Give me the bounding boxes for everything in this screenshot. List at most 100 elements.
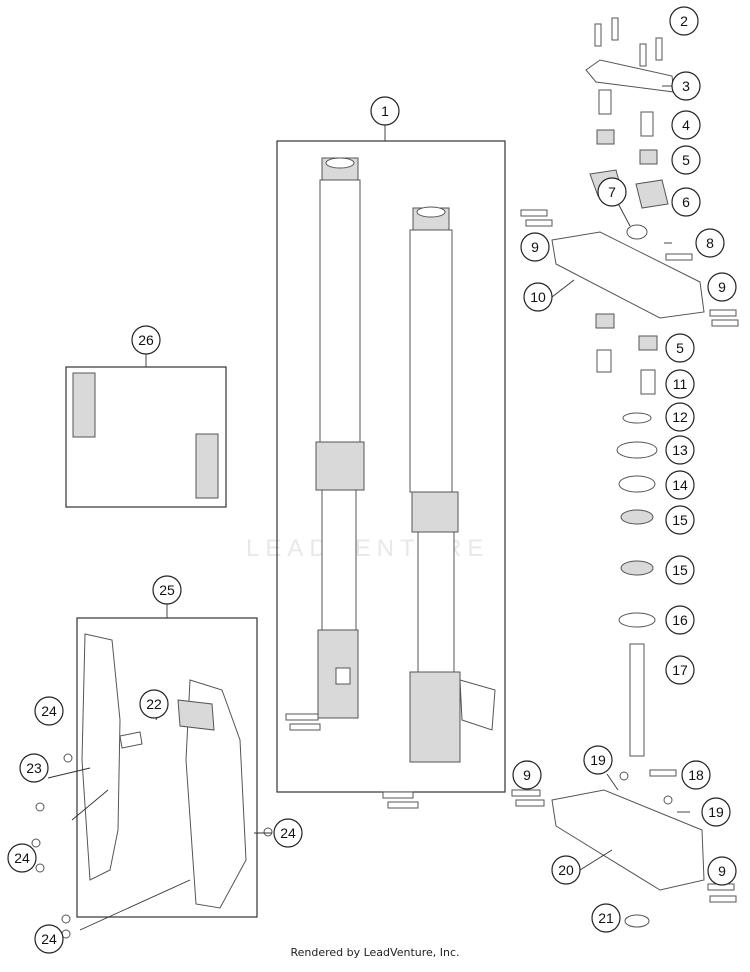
callout-10: 10 <box>523 282 553 312</box>
callout-25: 25 <box>152 575 182 605</box>
upper-triple-clamp <box>551 231 705 319</box>
svg-text:24: 24 <box>41 931 57 947</box>
axle-pinch-bolts <box>285 713 419 809</box>
callout-5a: 5 <box>671 145 701 175</box>
svg-text:18: 18 <box>688 767 704 783</box>
callout-6: 6 <box>671 187 701 217</box>
upper-clamp-bolts <box>520 209 739 327</box>
guard-screws <box>31 753 273 939</box>
callout-16: 16 <box>665 605 695 635</box>
svg-text:11: 11 <box>673 376 688 392</box>
callout-9c: 9 <box>512 760 542 790</box>
callout-24a: 24 <box>34 696 64 726</box>
svg-text:12: 12 <box>672 409 688 425</box>
svg-text:15: 15 <box>672 512 688 528</box>
callout-18: 18 <box>681 760 711 790</box>
callout-1: 1 <box>370 96 400 126</box>
callout-3: 3 <box>671 71 701 101</box>
callout-5b: 5 <box>665 333 695 363</box>
svg-text:9: 9 <box>531 239 539 255</box>
svg-text:24: 24 <box>280 825 296 841</box>
lower-seal-ring <box>618 612 656 628</box>
steering-stem-nut <box>626 224 648 240</box>
dust-seal <box>616 441 658 459</box>
bushing-sleeve-2 <box>640 369 656 395</box>
callout-9d: 9 <box>707 856 737 886</box>
svg-text:9: 9 <box>523 767 531 783</box>
svg-text:24: 24 <box>14 850 30 866</box>
svg-text:5: 5 <box>676 340 684 356</box>
guard-bracket <box>119 731 143 749</box>
svg-text:10: 10 <box>530 289 546 305</box>
callout-9a: 9 <box>520 232 550 262</box>
callout-21: 21 <box>591 903 621 933</box>
bushing-sleeve <box>596 349 612 373</box>
handlebar-clamp-bridge <box>585 59 675 93</box>
callout-15b: 15 <box>665 555 695 585</box>
svg-text:3: 3 <box>682 78 690 94</box>
svg-text:14: 14 <box>672 477 688 493</box>
svg-text:7: 7 <box>608 184 616 200</box>
svg-text:15: 15 <box>672 562 688 578</box>
sticker-left <box>72 372 96 438</box>
svg-text:9: 9 <box>718 863 726 879</box>
svg-text:26: 26 <box>138 332 154 348</box>
steering-bearing-lower <box>620 560 654 576</box>
steering-bearing-upper <box>620 509 654 525</box>
svg-text:17: 17 <box>672 662 688 678</box>
callout-22: 22 <box>139 689 169 719</box>
callout-19b: 19 <box>701 797 731 827</box>
callout-24c: 24 <box>273 818 303 848</box>
callout-20: 20 <box>551 855 581 885</box>
cable-guide <box>177 699 215 731</box>
svg-text:20: 20 <box>558 862 574 878</box>
fork-guard-left <box>81 633 121 881</box>
stem-cap <box>624 914 650 928</box>
steering-stem <box>629 643 645 757</box>
callout-4: 4 <box>671 110 701 140</box>
footer-credit: Rendered by LeadVenture, Inc. <box>290 946 460 959</box>
callout-12: 12 <box>665 402 695 432</box>
svg-text:23: 23 <box>26 760 42 776</box>
callout-13: 13 <box>665 435 695 465</box>
callout-9b: 9 <box>707 272 737 302</box>
callout-2: 2 <box>669 6 699 36</box>
callout-24b: 24 <box>7 843 37 873</box>
sticker-right <box>195 433 219 499</box>
fork-leg-right <box>409 206 496 763</box>
callout-7: 7 <box>597 177 627 207</box>
fork-guard-right <box>185 679 247 909</box>
svg-text:19: 19 <box>590 752 606 768</box>
callout-8: 8 <box>695 228 725 258</box>
handlebar-clamp-bolts <box>594 17 663 67</box>
callout-19a: 19 <box>583 745 613 775</box>
o-ring <box>622 412 652 424</box>
svg-text:25: 25 <box>159 582 175 598</box>
svg-text:6: 6 <box>682 194 690 210</box>
svg-text:5: 5 <box>682 152 690 168</box>
lower-triple-clamp <box>551 789 705 891</box>
callout-24d: 24 <box>34 924 64 954</box>
svg-text:13: 13 <box>672 442 688 458</box>
callout-23: 23 <box>19 753 49 783</box>
bearing-cover <box>618 475 656 493</box>
rubber-bushing-upper-2 <box>639 149 658 165</box>
rubber-bushing-upper <box>596 129 615 145</box>
handlebar-clamp-lower-2 <box>635 179 669 209</box>
callout-15a: 15 <box>665 505 695 535</box>
svg-text:4: 4 <box>682 117 690 133</box>
clamp-studs <box>598 89 612 115</box>
callout-26: 26 <box>131 325 161 355</box>
svg-text:22: 22 <box>146 696 162 712</box>
svg-text:2: 2 <box>680 13 688 29</box>
svg-text:24: 24 <box>41 703 57 719</box>
fork-leg-left <box>315 157 365 719</box>
rubber-bushing-lower-2 <box>638 335 658 351</box>
callout-14: 14 <box>665 470 695 500</box>
svg-text:16: 16 <box>672 612 688 628</box>
rubber-bushing-lower <box>595 313 615 329</box>
svg-text:9: 9 <box>718 279 726 295</box>
svg-text:1: 1 <box>381 103 389 119</box>
clamp-studs-2 <box>640 111 654 137</box>
